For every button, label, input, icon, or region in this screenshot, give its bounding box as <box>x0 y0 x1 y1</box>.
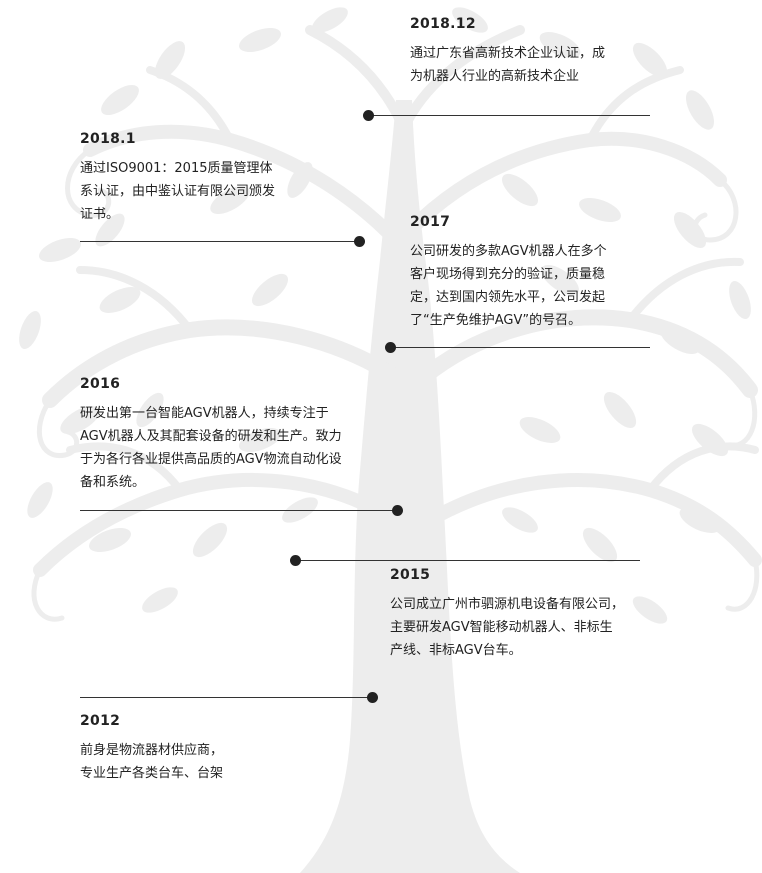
milestone-2016: 2016 研发出第一台智能AGV机器人，持续专注于 AGV机器人及其配套设备的研… <box>80 376 410 494</box>
milestone-year: 2017 <box>410 214 451 230</box>
milestone-year: 2018.1 <box>80 131 136 147</box>
milestone-description: 公司研发的多款AGV机器人在多个 客户现场得到充分的验证，质量稳 定，达到国内领… <box>410 244 607 328</box>
timeline-dot-2016 <box>392 505 403 516</box>
milestone-description: 研发出第一台智能AGV机器人，持续专注于 AGV机器人及其配套设备的研发和生产。… <box>80 406 342 490</box>
milestone-2018-1: 2018.1 通过ISO9001：2015质量管理体 系认证，由中鉴认证有限公司… <box>80 131 330 226</box>
timeline-connector-2012 <box>80 697 372 698</box>
timeline-dot-2018-12 <box>363 110 374 121</box>
timeline-connector-2018-12 <box>368 115 650 116</box>
timeline-dot-2015 <box>290 555 301 566</box>
timeline-dot-2017 <box>385 342 396 353</box>
milestone-description: 前身是物流器材供应商， 专业生产各类台车、台架 <box>80 743 224 781</box>
timeline-connector-2016 <box>80 510 398 511</box>
milestone-description: 通过ISO9001：2015质量管理体 系认证，由中鉴认证有限公司颁发 证书。 <box>80 161 276 222</box>
timeline-connector-2018-1 <box>80 241 360 242</box>
milestone-2015: 2015 公司成立广州市驷源机电设备有限公司， 主要研发AGV智能移动机器人、非… <box>390 567 690 662</box>
timeline-dot-2012 <box>367 692 378 703</box>
milestone-2012: 2012 前身是物流器材供应商， 专业生产各类台车、台架 <box>80 713 340 785</box>
milestone-year: 2016 <box>80 376 121 392</box>
timeline-connector-2017 <box>390 347 650 348</box>
milestone-2017: 2017 公司研发的多款AGV机器人在多个 客户现场得到充分的验证，质量稳 定，… <box>410 214 670 332</box>
milestone-description: 公司成立广州市驷源机电设备有限公司， 主要研发AGV智能移动机器人、非标生 产线… <box>390 597 625 658</box>
milestone-year: 2012 <box>80 713 121 729</box>
timeline-dot-2018-1 <box>354 236 365 247</box>
milestone-2018-12: 2018.12 通过广东省高新技术企业认证，成 为机器人行业的高新技术企业 <box>410 16 670 88</box>
milestone-description: 通过广东省高新技术企业认证，成 为机器人行业的高新技术企业 <box>410 46 606 84</box>
timeline-connector-2015 <box>295 560 640 561</box>
milestone-year: 2018.12 <box>410 16 476 32</box>
milestone-year: 2015 <box>390 567 431 583</box>
